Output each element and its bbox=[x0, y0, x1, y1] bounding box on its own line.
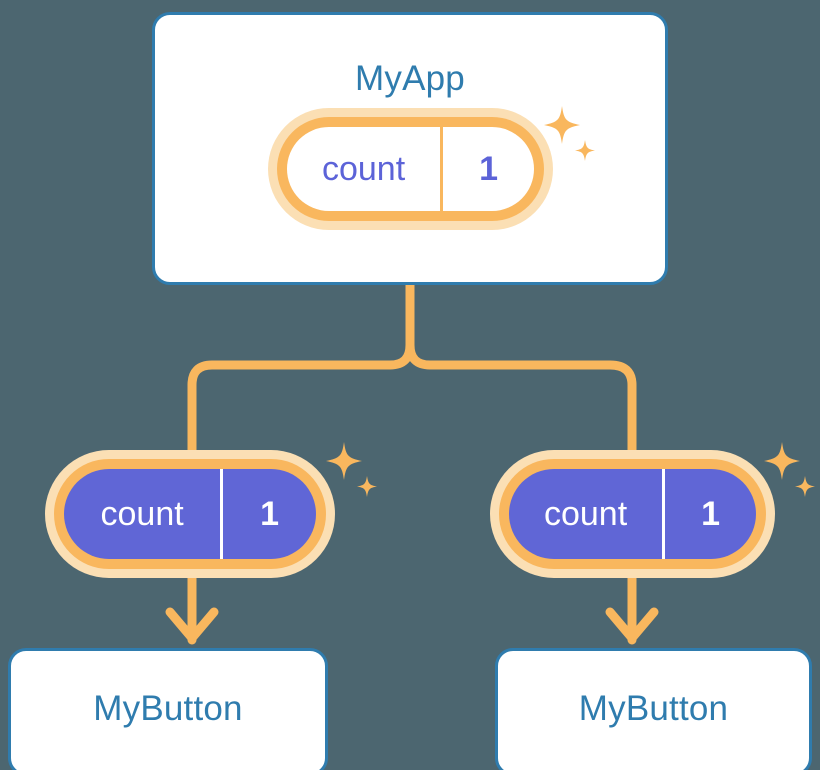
connector-left-branch bbox=[187, 280, 415, 475]
card-mybutton-right[interactable]: MyButton bbox=[495, 648, 812, 770]
arrow-down-icon-left bbox=[165, 607, 219, 643]
state-key-label: count bbox=[100, 494, 184, 533]
state-key-label: count bbox=[321, 149, 406, 188]
card-mybutton-left[interactable]: MyButton bbox=[8, 648, 328, 770]
state-key-label: count bbox=[543, 494, 628, 533]
connector-right-branch bbox=[405, 280, 637, 475]
card-myapp-title: MyApp bbox=[355, 59, 465, 98]
card-mybutton-right-title: MyButton bbox=[578, 689, 729, 728]
state-pill-left[interactable]: count 1 bbox=[45, 450, 335, 578]
pill-body: count 1 bbox=[287, 127, 534, 211]
state-value-label: 1 bbox=[220, 469, 316, 559]
sparkle-small-icon bbox=[795, 476, 815, 497]
state-value-label: 1 bbox=[662, 469, 756, 559]
state-value-label: 1 bbox=[440, 127, 534, 211]
arrow-down-icon-right bbox=[605, 607, 659, 643]
pill-body: count 1 bbox=[64, 469, 316, 559]
state-pill-right[interactable]: count 1 bbox=[490, 450, 775, 578]
pill-body: count 1 bbox=[509, 469, 756, 559]
sparkle-small-icon bbox=[357, 476, 377, 497]
card-mybutton-left-title: MyButton bbox=[93, 689, 243, 728]
state-pill-myapp[interactable]: count 1 bbox=[268, 108, 553, 230]
